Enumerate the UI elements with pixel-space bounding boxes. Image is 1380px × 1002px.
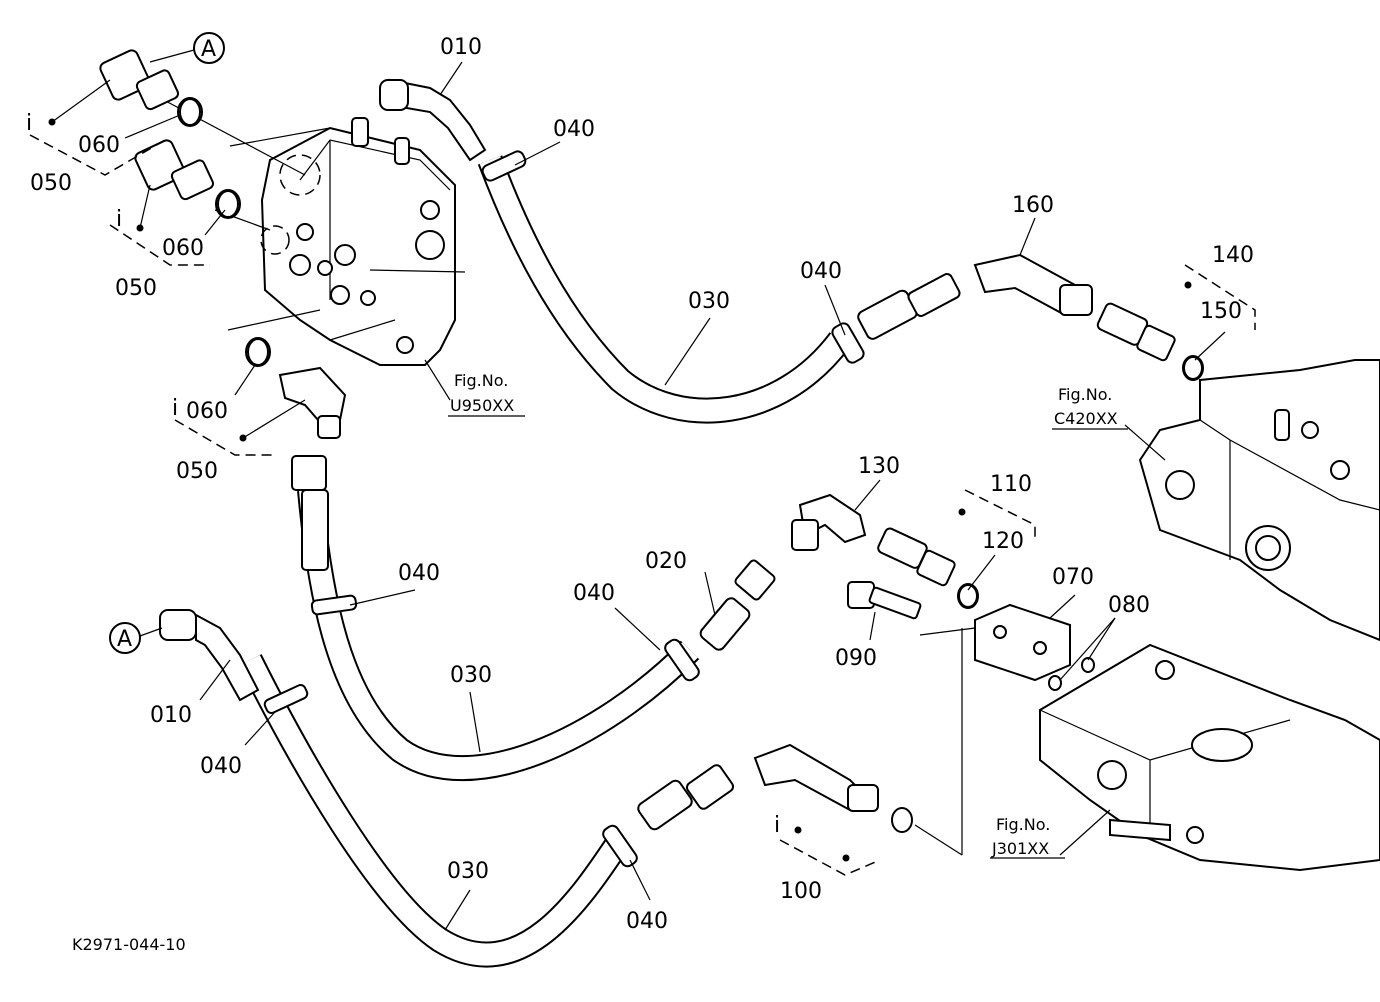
leader-line xyxy=(329,319,396,341)
callout-040-a: 040 xyxy=(553,117,595,142)
figure-ref-j301-code: J301XX xyxy=(991,839,1049,858)
hose-clamp-040 xyxy=(263,150,865,868)
hose-030-upper xyxy=(477,155,851,424)
figure-ref-j301-label: Fig.No. xyxy=(996,815,1050,834)
callout-050-a: 050 xyxy=(30,171,72,196)
figure-ref-c420-code: C420XX xyxy=(1054,409,1118,428)
figure-ref-u950-code: U950XX xyxy=(450,396,514,415)
callout-010-top: 010 xyxy=(440,35,482,60)
reference-circle-icon xyxy=(109,622,141,654)
callout-010-bottom: 010 xyxy=(150,703,192,728)
o-rings xyxy=(179,98,1203,608)
drawing-id: K2971-044-10 xyxy=(72,935,186,954)
callout-040-f: 040 xyxy=(626,909,668,934)
callout-040-d: 040 xyxy=(398,561,440,586)
callout-060-b: 060 xyxy=(162,236,204,261)
reference-circle-icon xyxy=(193,32,225,64)
callout-070: 070 xyxy=(1052,565,1094,590)
figure-ref-u950-label: Fig.No. xyxy=(454,371,508,390)
reference-a-top-label: A xyxy=(201,37,216,62)
hitch-bracket-j301 xyxy=(1039,643,1380,872)
figure-ref-j301: Fig.No. J301XX xyxy=(990,815,1065,859)
callout-140: 140 xyxy=(1212,243,1254,268)
reference-a-top: A xyxy=(149,32,225,64)
callout-090: 090 xyxy=(835,646,877,671)
leader-line xyxy=(229,127,331,147)
transmission-case-c420 xyxy=(1138,359,1380,642)
callout-160: 160 xyxy=(1012,193,1054,218)
kit-mark-2: i xyxy=(116,207,122,232)
callout-110: 110 xyxy=(990,472,1032,497)
control-valve-body xyxy=(260,117,456,366)
callout-100: 100 xyxy=(780,879,822,904)
kit-dots xyxy=(48,118,1192,862)
figure-ref-c420-label: Fig.No. xyxy=(1058,385,1112,404)
callout-040-e: 040 xyxy=(200,754,242,779)
kit-mark-3: i xyxy=(172,396,178,421)
callout-030-bottom: 030 xyxy=(447,859,489,884)
hose-030-middle xyxy=(297,488,700,782)
reference-a-bottom-label: A xyxy=(117,627,132,652)
callout-030-middle: 030 xyxy=(450,663,492,688)
leader-line xyxy=(227,309,321,331)
callout-060-c: 060 xyxy=(186,399,228,424)
figure-ref-c420: Fig.No. C420XX xyxy=(1052,385,1128,430)
callout-060-a: 060 xyxy=(78,133,120,158)
figure-ref-u950: Fig.No. U950XX xyxy=(448,371,525,417)
leader-line xyxy=(369,269,466,273)
kit-brackets xyxy=(29,134,1256,876)
callout-020: 020 xyxy=(645,549,687,574)
callout-030-top: 030 xyxy=(688,289,730,314)
kit-mark-1: i xyxy=(26,111,32,136)
callout-150: 150 xyxy=(1200,299,1242,324)
kit-mark-4: i xyxy=(774,813,780,838)
callout-040-b: 040 xyxy=(800,259,842,284)
callout-040-c: 040 xyxy=(573,581,615,606)
callout-050-b: 050 xyxy=(115,276,157,301)
callout-130: 130 xyxy=(858,454,900,479)
reference-a-bottom: A xyxy=(109,622,163,654)
hose-fittings xyxy=(159,78,961,831)
callout-080: 080 xyxy=(1108,593,1150,618)
callout-050-c: 050 xyxy=(176,459,218,484)
callout-120: 120 xyxy=(982,529,1024,554)
hose-030-lower xyxy=(238,654,631,968)
callout-leaders xyxy=(51,61,1226,931)
